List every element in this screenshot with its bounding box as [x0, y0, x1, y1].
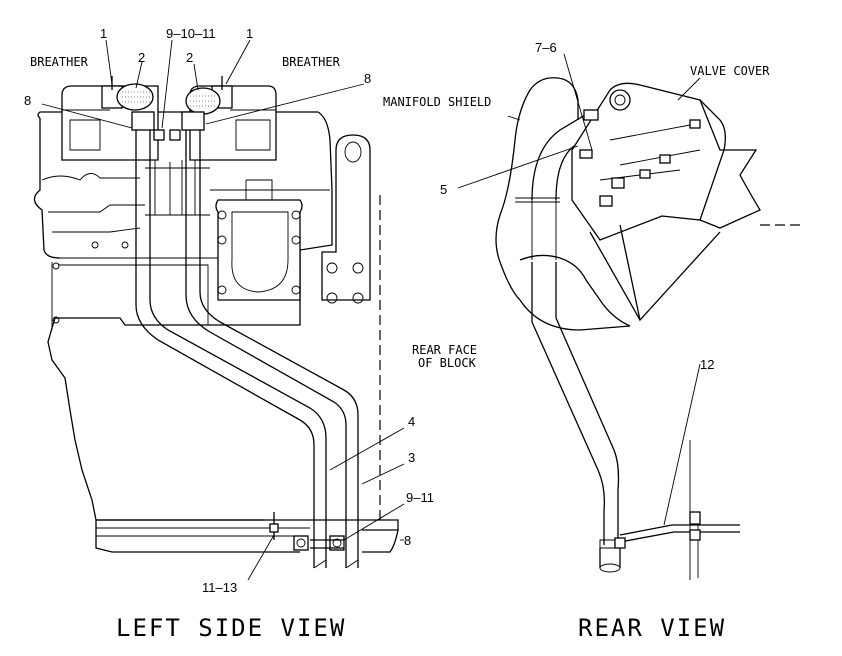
rear-face-label-line1: REAR FACE	[412, 343, 477, 357]
callout-7-6: 7–6	[535, 40, 557, 55]
breather-right-label: BREATHER	[282, 55, 341, 69]
breather-left-label: BREATHER	[30, 55, 89, 69]
vent-tube	[531, 262, 606, 545]
callout-11-13: 11–13	[202, 580, 237, 595]
callout-8-right: 8	[364, 71, 371, 86]
callout-5: 5	[440, 182, 447, 197]
left-side-view-title: LEFT SIDE VIEW	[116, 614, 346, 642]
exhaust-flange	[215, 199, 303, 301]
lifting-bracket	[321, 134, 371, 304]
callout-8-left: 8	[24, 93, 31, 108]
rear-view	[495, 77, 805, 580]
mounting-rail	[95, 520, 300, 553]
manifold-shield	[495, 77, 559, 301]
callout-2-left: 2	[138, 50, 145, 65]
callout-3: 3	[408, 450, 415, 465]
callout-4: 4	[408, 414, 415, 429]
breather-housing-left	[61, 76, 159, 161]
callout-1-left: 1	[100, 26, 107, 41]
manifold-shield-label: MANIFOLD SHIELD	[383, 95, 491, 109]
rear-view-title: REAR VIEW	[578, 614, 726, 642]
callout-2-right: 2	[186, 50, 193, 65]
leader-lines	[41, 39, 701, 581]
rear-face-label-line2: OF BLOCK	[418, 356, 477, 370]
callout-1-right: 1	[246, 26, 253, 41]
valve-cover-label: VALVE COVER	[690, 64, 770, 78]
callout-12: 12	[700, 357, 714, 372]
breather-tubes	[135, 130, 359, 569]
engine-block-outline	[37, 111, 333, 521]
valve-cover	[571, 82, 805, 322]
callout-8-bottom: 8	[404, 533, 411, 548]
callout-9-10-11: 9–10–11	[166, 26, 216, 41]
callout-9-11: 9–11	[406, 490, 434, 505]
left-side-view	[33, 76, 399, 569]
